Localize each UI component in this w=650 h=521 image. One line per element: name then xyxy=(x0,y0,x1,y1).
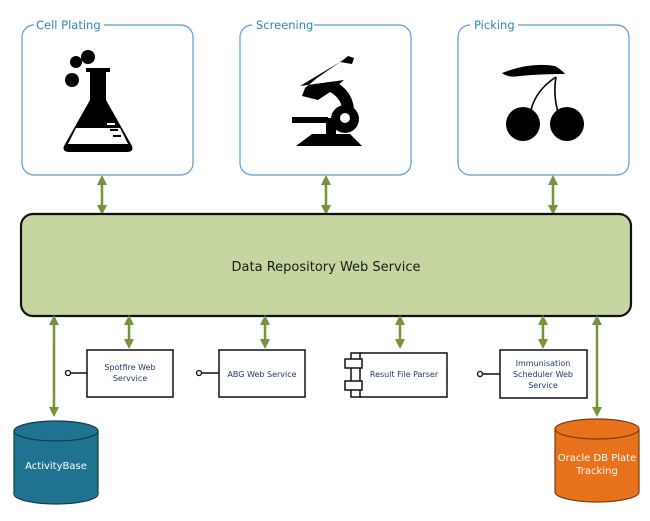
service-result-file-parser: Result File Parser xyxy=(344,352,448,398)
cherry-icon xyxy=(502,64,584,141)
service-label-line: Spotfire Web xyxy=(104,363,155,372)
stage-screening: Screening xyxy=(239,18,412,176)
interface-port-icon xyxy=(195,369,203,377)
service-box xyxy=(499,349,588,399)
service-spotfire: Spotfire Web Servvice xyxy=(64,349,174,398)
component-port-icon xyxy=(344,380,363,391)
service-abg: ABG Web Service xyxy=(195,349,306,398)
stage-label: Screening xyxy=(256,18,313,32)
service-label-line: Immunisation xyxy=(516,359,571,368)
database-cylinder-icon xyxy=(554,428,640,503)
database-label: Oracle DB Plate xyxy=(558,453,636,464)
repository-label: Data Repository Web Service xyxy=(232,260,421,275)
stage-box xyxy=(21,24,194,176)
interface-port-icon xyxy=(476,370,484,378)
database-oracle-plate-tracking: Oracle DB Plate Tracking xyxy=(554,418,640,503)
database-label: Tracking xyxy=(575,466,618,477)
interface-port-icon xyxy=(64,369,72,377)
database-cylinder-icon xyxy=(13,430,99,505)
stage-box xyxy=(457,24,630,176)
stage-label: Cell Plating xyxy=(36,18,101,32)
stage-label: Picking xyxy=(474,18,515,32)
stage-box xyxy=(239,24,412,176)
service-immunisation-scheduler: Immunisation Scheduler Web Service xyxy=(476,349,588,399)
stage-cell-plating: Cell Plating xyxy=(21,18,194,176)
database-activitybase: ActivityBase xyxy=(13,420,99,505)
service-box xyxy=(86,349,174,398)
service-label-line: ABG Web Service xyxy=(227,370,296,379)
service-label-line: Scheduler Web xyxy=(513,370,573,379)
microscope-icon xyxy=(292,56,362,146)
service-box xyxy=(359,352,448,398)
component-port-icon xyxy=(344,358,363,369)
service-box xyxy=(218,349,306,398)
stage-picking: Picking xyxy=(457,18,630,176)
database-label: ActivityBase xyxy=(25,461,87,472)
service-label-line: Service xyxy=(528,381,558,390)
flask-icon xyxy=(63,50,133,152)
data-repository: Data Repository Web Service xyxy=(19,212,633,318)
repository-box xyxy=(19,212,633,318)
service-label-line: Servvice xyxy=(113,374,147,383)
service-label-line: Result File Parser xyxy=(370,370,439,379)
